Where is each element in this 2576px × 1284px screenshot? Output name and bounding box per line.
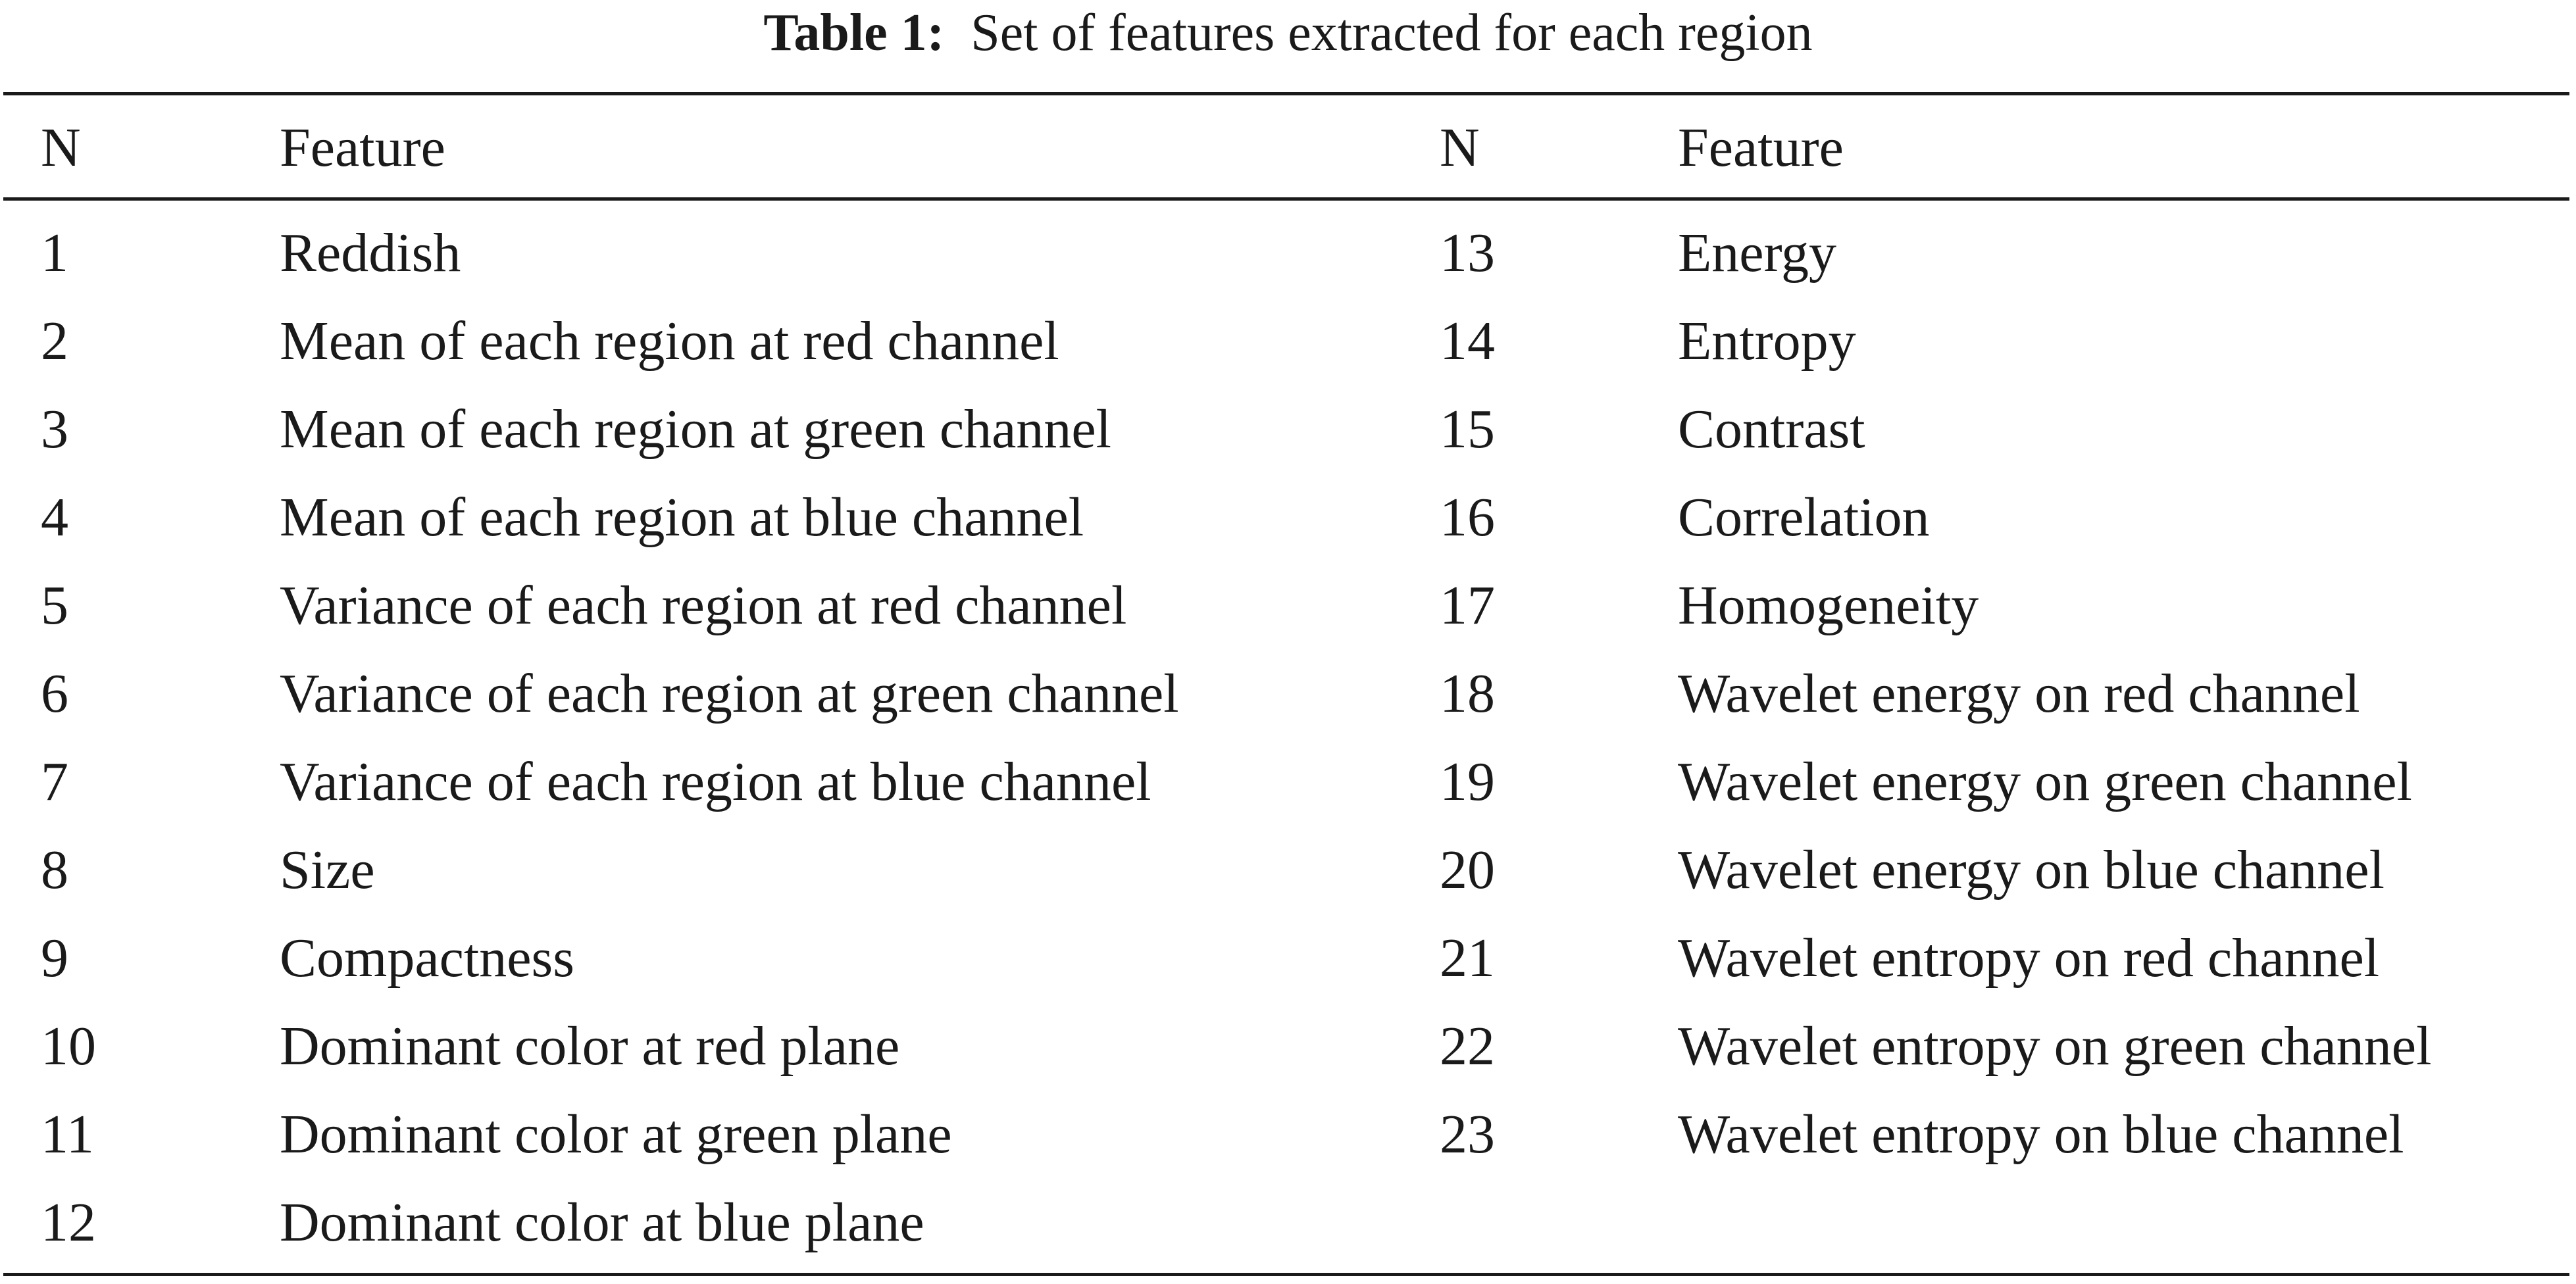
cell-feature-right: Contrast [1678, 399, 1865, 460]
cell-n-right: 14 [1440, 310, 1495, 372]
table-bottom-rule [3, 1273, 2569, 1276]
header-feature-right: Feature [1678, 117, 1844, 178]
cell-n-left: 7 [41, 751, 68, 812]
cell-feature-right: Wavelet entropy on green channel [1678, 1016, 2432, 1077]
cell-n-right: 17 [1440, 575, 1495, 636]
cell-feature-right: Wavelet entropy on blue channel [1678, 1104, 2404, 1165]
header-n-left: N [41, 117, 81, 178]
cell-n-left: 10 [41, 1016, 96, 1077]
cell-feature-right: Entropy [1678, 310, 1856, 372]
cell-n-left: 8 [41, 839, 68, 901]
cell-feature-right: Wavelet energy on red channel [1678, 663, 2360, 724]
cell-n-left: 5 [41, 575, 68, 636]
table-header-rule [3, 197, 2569, 201]
cell-feature-right: Wavelet energy on blue channel [1678, 839, 2385, 901]
cell-n-right: 20 [1440, 839, 1495, 901]
cell-n-left: 9 [41, 927, 68, 989]
cell-n-right: 13 [1440, 222, 1495, 284]
cell-n-left: 11 [41, 1104, 94, 1165]
cell-feature-left: Variance of each region at green channel [280, 663, 1179, 724]
cell-n-right: 22 [1440, 1016, 1495, 1077]
cell-feature-left: Mean of each region at blue channel [280, 487, 1084, 548]
cell-feature-right: Wavelet energy on green channel [1678, 751, 2412, 812]
cell-n-left: 2 [41, 310, 68, 372]
cell-feature-right: Correlation [1678, 487, 1930, 548]
cell-n-left: 12 [41, 1192, 96, 1253]
cell-n-right: 16 [1440, 487, 1495, 548]
cell-n-left: 3 [41, 399, 68, 460]
cell-feature-left: Mean of each region at red channel [280, 310, 1059, 372]
cell-n-left: 4 [41, 487, 68, 548]
table-caption-text: Set of features extracted for each regio… [971, 4, 1813, 62]
cell-feature-right: Energy [1678, 222, 1837, 284]
header-feature-left: Feature [280, 117, 445, 178]
cell-n-right: 23 [1440, 1104, 1495, 1165]
cell-n-right: 19 [1440, 751, 1495, 812]
table-top-rule [3, 92, 2569, 95]
cell-feature-left: Mean of each region at green channel [280, 399, 1112, 460]
cell-feature-left: Dominant color at blue plane [280, 1192, 924, 1253]
cell-n-left: 1 [41, 222, 68, 284]
table-caption-label: Table 1: [763, 4, 945, 62]
cell-n-left: 6 [41, 663, 68, 724]
cell-feature-left: Dominant color at green plane [280, 1104, 952, 1165]
cell-n-right: 15 [1440, 399, 1495, 460]
cell-feature-right: Homogeneity [1678, 575, 1979, 636]
cell-feature-right: Wavelet entropy on red channel [1678, 927, 2380, 989]
header-n-right: N [1440, 117, 1480, 178]
cell-n-right: 21 [1440, 927, 1495, 989]
cell-feature-left: Size [280, 839, 375, 901]
cell-feature-left: Compactness [280, 927, 574, 989]
cell-feature-left: Dominant color at red plane [280, 1016, 900, 1077]
table-caption: Table 1: Set of features extracted for e… [0, 0, 2576, 72]
cell-n-right: 18 [1440, 663, 1495, 724]
cell-feature-left: Variance of each region at blue channel [280, 751, 1151, 812]
cell-feature-left: Reddish [280, 222, 461, 284]
cell-feature-left: Variance of each region at red channel [280, 575, 1127, 636]
